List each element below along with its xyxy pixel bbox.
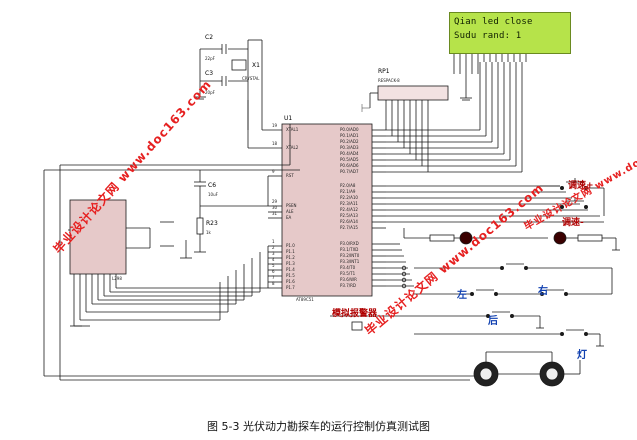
mcu-pin-label: P1.2	[286, 255, 295, 260]
mcu-pin-number: 2	[272, 245, 275, 250]
lcd-line-1: Qian led close	[454, 17, 533, 27]
mcu-pin-label: XTAL1	[286, 127, 299, 132]
mcu-pin-number: 7	[272, 275, 275, 280]
mcu-pin-label: P0.0/AD0	[340, 127, 359, 132]
mcu-pin-label: P3.2/INT0	[340, 253, 360, 258]
mcu-pin-label: P1.1	[286, 249, 295, 254]
mcu-pin-label: P2.5/A13	[340, 213, 358, 218]
r23-value: 1k	[206, 230, 211, 235]
mcu-pin-label: P2.4/A12	[340, 207, 358, 212]
mcu-pin-label: P0.5/AD5	[340, 157, 359, 162]
mcu-pin-number: 31	[272, 211, 278, 216]
lcd-display: Qian led close Sudu rand: 1	[449, 12, 571, 54]
mcu-pin-label: P3.3/INT1	[340, 259, 360, 264]
light-label: 灯	[577, 350, 587, 361]
mcu-pin-label: PSEN	[286, 203, 297, 208]
mcu-pin-number: 30	[272, 205, 278, 210]
mcu-pin-number: 8	[272, 281, 275, 286]
mcu-pin-label: P2.6/A14	[340, 219, 358, 224]
c3-label: C3	[205, 70, 214, 77]
alarm-label: 模拟报警器	[332, 309, 378, 319]
mcu-pin-label: P0.2/AD2	[340, 139, 359, 144]
mcu-pin-number: 6	[272, 269, 275, 274]
mcu-pin-label: P1.6	[286, 279, 295, 284]
mcu-pin-number: 5	[272, 263, 275, 268]
mcu-pin-label: P3.1/TXD	[340, 247, 359, 252]
mcu-pin-label: P0.6/AD6	[340, 163, 359, 168]
lcd-line-2: Sudu rand: 1	[454, 31, 522, 41]
right-label: 右	[538, 286, 548, 297]
x1-label: X1	[252, 62, 260, 69]
rp1-value: RESPACK-8	[378, 78, 400, 83]
c2-label: C2	[205, 34, 214, 41]
mcu-pin-label: P2.2/A10	[340, 195, 358, 200]
mcu-pin-label: P3.6/WR	[340, 277, 357, 282]
c2-value: 22pF	[205, 56, 215, 61]
figure-caption: 图 5-3 光伏动力勘探车的运行控制仿真测试图	[207, 420, 430, 433]
c3-value: 20pF	[205, 90, 215, 95]
mcu-pin-number: 19	[272, 123, 278, 128]
mcu-pin-label: ALE	[286, 209, 294, 214]
rp1-label: RP1	[378, 68, 390, 75]
mcu-pin-number: 1	[272, 239, 275, 244]
mcu-pin-label: P0.7/AD7	[340, 169, 359, 174]
c6-label: C6	[208, 182, 217, 189]
mcu-pin-label: P3.0/RXD	[340, 241, 359, 246]
mcu-pin-label: P2.1/A9	[340, 189, 356, 194]
mcu-pin-number: 3	[272, 251, 275, 256]
mcu-pin-number: 4	[272, 257, 275, 262]
mcu-pin-label: P1.7	[286, 285, 295, 290]
mcu-pin-label: P1.3	[286, 261, 295, 266]
x1-value: CRYSTAL	[242, 76, 260, 81]
r23-label: R23	[206, 220, 218, 227]
mcu-pin-label: P0.1/AD1	[340, 133, 359, 138]
mcu-pin-number: 18	[272, 141, 278, 146]
mcu-pin-number: 9	[272, 169, 275, 174]
mcu-pin-label: P2.3/A11	[340, 201, 358, 206]
left-label: 左	[457, 290, 467, 301]
mcu-pin-label: P0.3/AD3	[340, 145, 359, 150]
back-label: 后	[488, 316, 498, 327]
u1-label: U1	[284, 115, 293, 122]
circuit-schematic	[43, 39, 620, 387]
mcu-pin-label: RST	[286, 173, 294, 178]
u1-value: AT89C51	[296, 297, 314, 302]
driver-chip-label: L298	[112, 276, 122, 281]
mcu-pin-label: P0.4/AD4	[340, 151, 359, 156]
mcu-pin-label: P2.7/A15	[340, 225, 358, 230]
mcu-pin-label: P1.5	[286, 273, 295, 278]
mcu-pin-label: EA	[286, 215, 292, 220]
speed-up-label: 调速+	[568, 181, 594, 191]
mcu-pin-label: P1.0	[286, 243, 295, 248]
mcu-pin-label: P3.5/T1	[340, 271, 356, 276]
mcu-pin-label: P1.4	[286, 267, 295, 272]
mcu-pin-label: P3.4/T0	[340, 265, 356, 270]
mcu-pin-number: 29	[272, 199, 278, 204]
mcu-pin-label: P3.7/RD	[340, 283, 356, 288]
speed-down-label: 调速-	[562, 218, 584, 228]
mcu-pin-label: P2.0/A8	[340, 183, 356, 188]
c6-value: 10uF	[208, 192, 218, 197]
mcu-pin-label: XTAL2	[286, 145, 299, 150]
